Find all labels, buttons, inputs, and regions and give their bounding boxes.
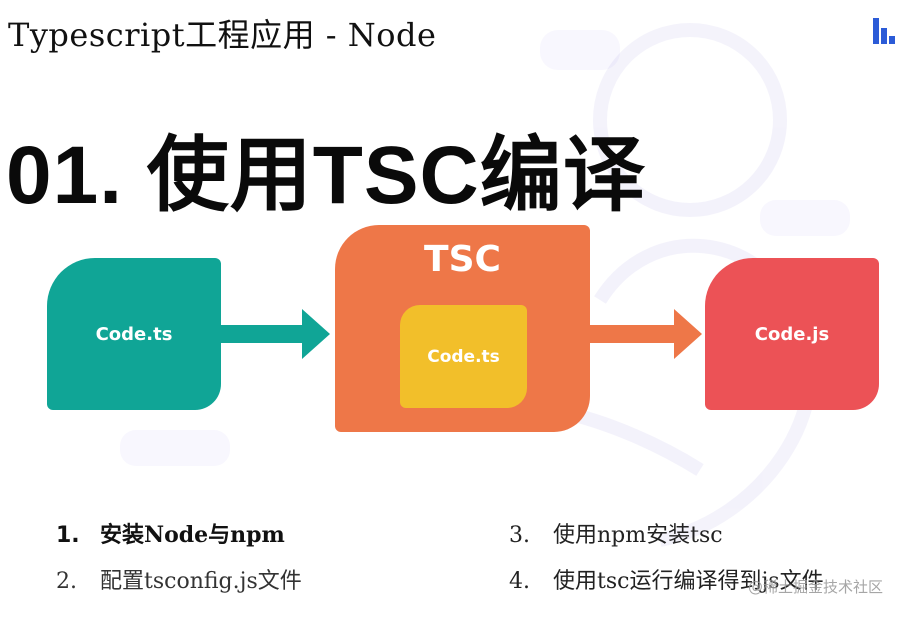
step-item: 2. 配置tsconfig.js文件: [56, 563, 302, 595]
arrow-right-icon: [220, 309, 330, 359]
footer-watermark: @稀土掘金技术社区: [747, 578, 883, 596]
page-header-title: Typescript工程应用 - Node: [8, 16, 437, 54]
page-title: 01. 使用TSC编译: [6, 130, 646, 221]
compiler-label: TSC: [424, 239, 501, 280]
step-number: 4.: [509, 569, 530, 594]
output-file-label: Code.js: [754, 323, 830, 345]
step-number: 2.: [56, 569, 77, 594]
step-item: 3. 使用npm安装tsc: [509, 517, 723, 549]
step-text: 配置tsconfig.js文件: [100, 569, 302, 594]
compiler-box: TSC Code.ts: [335, 225, 590, 432]
step-text: 使用npm安装tsc: [553, 523, 723, 548]
step-item: 4. 使用tsc运行编译得到js文件: [509, 563, 824, 595]
logo-icon: [873, 18, 895, 44]
compiler-input-label: Code.ts: [427, 346, 500, 367]
source-file-label: Code.ts: [95, 323, 173, 345]
compiler-input-box: Code.ts: [400, 305, 527, 408]
step-text: 安装Node与npm: [100, 522, 285, 548]
step-item: 1. 安装Node与npm: [56, 517, 285, 549]
output-file-box: Code.js: [705, 258, 879, 410]
step-number: 3.: [509, 523, 530, 548]
source-file-box: Code.ts: [47, 258, 221, 410]
step-text: 使用tsc运行编译得到js文件: [553, 569, 824, 594]
step-number: 1.: [56, 523, 80, 548]
arrow-right-icon: [590, 309, 702, 359]
